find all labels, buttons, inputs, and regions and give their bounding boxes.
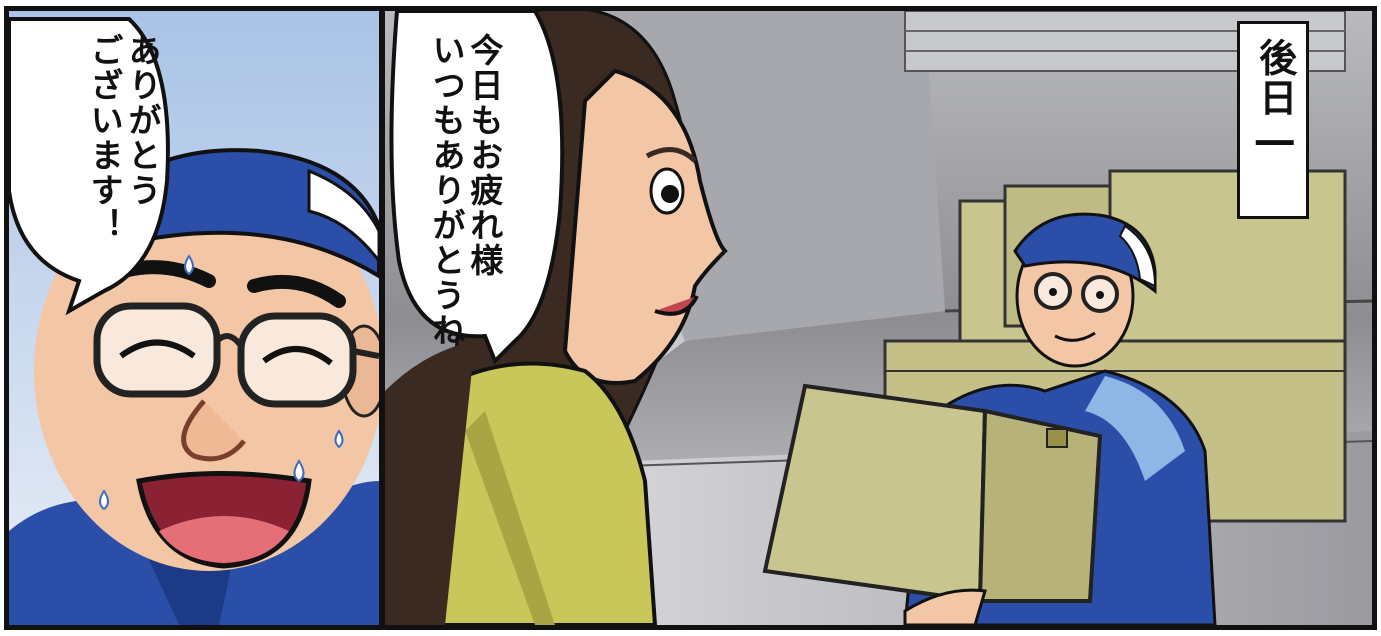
panel-left: ありがとう ございます！ — [4, 6, 384, 630]
speech-balloon-right — [389, 11, 565, 365]
panel-right-art — [385, 11, 1372, 625]
glasses-right-lens — [237, 312, 357, 408]
panel-left-art — [9, 11, 379, 625]
carried-box — [762, 383, 988, 604]
panel-right: 今日もお疲れ様 いつもありがとうね 後日― — [380, 6, 1377, 630]
glasses-left-lens — [93, 302, 221, 398]
speech-line: いつもありがとうね — [426, 33, 466, 348]
caption-text: 後日― — [1252, 38, 1297, 164]
speech-line: ありがとう — [123, 33, 162, 208]
speech-line: 今日もお疲れ様 — [464, 33, 504, 278]
speech-balloon-left — [9, 17, 170, 316]
caption-box: 後日― — [1237, 21, 1309, 219]
speech-text-left: ありがとう ございます！ — [85, 33, 162, 243]
speech-text-right: 今日もお疲れ様 いつもありがとうね — [426, 33, 504, 348]
worker-right-cap — [1013, 212, 1157, 295]
speech-line: ございます！ — [85, 33, 125, 243]
